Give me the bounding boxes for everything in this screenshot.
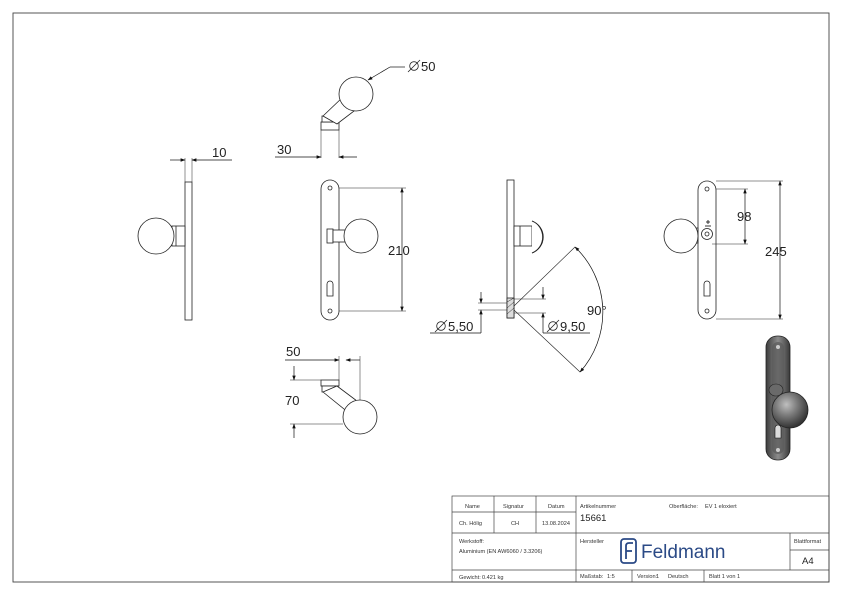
rear-view bbox=[663, 180, 783, 320]
top-view bbox=[320, 76, 374, 158]
angle-arc bbox=[574, 246, 604, 373]
label-sheet-format: Blattformat bbox=[794, 539, 821, 545]
dim-plate-thickness: 10 bbox=[170, 145, 232, 162]
label-weight: Gewicht: bbox=[459, 575, 481, 581]
dim-label-plate-length: 245 bbox=[765, 244, 787, 259]
dim-hole-distance: 98 bbox=[737, 188, 751, 245]
title-block bbox=[451, 495, 830, 583]
value-name: Ch. Hölig bbox=[459, 521, 482, 527]
dim-handle-spacing: 210 bbox=[388, 187, 410, 312]
label-signature: Signatur bbox=[503, 504, 524, 510]
dim-label-hole-distance: 98 bbox=[737, 209, 751, 224]
label-date: Datum bbox=[548, 504, 565, 510]
value-surface: EV 1 eloxiert bbox=[705, 504, 737, 510]
dim-head-diameter: 9,50 bbox=[514, 287, 590, 334]
value-sheet-format: A4 bbox=[802, 556, 814, 567]
sheet-border bbox=[12, 12, 830, 583]
value-weight: 0.421 kg bbox=[482, 575, 503, 581]
front-view bbox=[320, 179, 406, 321]
dim-label-head-diameter: 9,50 bbox=[560, 319, 585, 334]
diameter-symbol-icon bbox=[436, 321, 446, 331]
dim-offset-horizontal: 50 bbox=[285, 344, 361, 400]
value-language: Deutsch bbox=[668, 574, 689, 580]
diameter-symbol-icon bbox=[409, 61, 419, 71]
dim-label-handle-spacing: 210 bbox=[388, 243, 410, 258]
bottom-view bbox=[290, 356, 378, 435]
dim-label-plate-thickness: 10 bbox=[212, 145, 226, 160]
value-material: Aluminium (EN AW6060 / 3.3206) bbox=[459, 549, 543, 555]
dim-label-angle: 90° bbox=[587, 303, 607, 318]
value-article-number: 15661 bbox=[580, 513, 606, 524]
iso-render bbox=[765, 335, 809, 461]
label-material: Werkstoff: bbox=[459, 539, 484, 545]
value-date: 13.08.2024 bbox=[542, 521, 570, 527]
dim-plate-length: 245 bbox=[765, 180, 787, 320]
side-view-left bbox=[137, 158, 193, 321]
value-version: 1 bbox=[656, 574, 659, 580]
dim-neck-offset: 30 bbox=[275, 142, 357, 159]
dim-label-ball-diameter: 50 bbox=[421, 59, 435, 74]
label-surface: Oberfläche: bbox=[669, 504, 698, 510]
label-version: Version: bbox=[637, 574, 658, 580]
dim-label-neck-offset: 30 bbox=[277, 142, 291, 157]
dim-ball-diameter: 50 bbox=[367, 59, 435, 81]
value-scale: 1:5 bbox=[607, 574, 615, 580]
label-name: Name bbox=[465, 504, 480, 510]
brand-name: Feldmann bbox=[641, 542, 726, 563]
dim-label-offset-horizontal: 50 bbox=[286, 344, 300, 359]
dim-label-pin-diameter: 5,50 bbox=[448, 319, 473, 334]
label-scale: Maßstab: bbox=[580, 574, 604, 580]
diameter-symbol-icon bbox=[548, 321, 558, 331]
dim-pin-diameter: 5,50 bbox=[430, 292, 507, 334]
dim-offset-vertical: 70 bbox=[285, 366, 299, 438]
feldmann-logo-icon bbox=[620, 538, 637, 564]
label-article-number: Artikelnummer bbox=[580, 504, 616, 510]
value-sheet-number: Blatt 1 von 1 bbox=[709, 574, 740, 580]
section-view bbox=[506, 179, 581, 373]
dim-label-offset-vertical: 70 bbox=[285, 393, 299, 408]
value-signature: CH bbox=[511, 521, 519, 527]
label-manufacturer: Hersteller bbox=[580, 539, 604, 545]
